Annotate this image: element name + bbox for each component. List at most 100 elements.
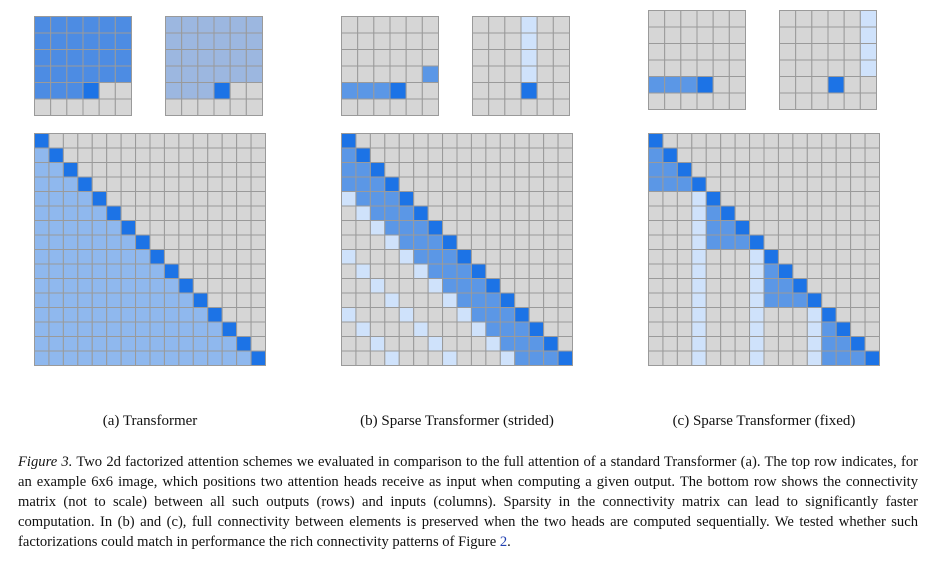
fixed-matrix-cell	[777, 234, 794, 250]
strided-head2-cell	[520, 16, 538, 34]
strided-matrix-cell	[355, 162, 371, 178]
fixed-matrix-cell	[864, 249, 880, 265]
fixed-matrix-cell	[648, 336, 664, 352]
fixed-matrix-cell	[835, 249, 852, 265]
strided-matrix-cell	[442, 162, 458, 178]
strided-matrix-cell	[355, 307, 371, 323]
fixed-head1-cell	[712, 92, 730, 110]
strided-matrix-cell	[456, 263, 472, 279]
strided-head2-cell	[504, 65, 522, 83]
strided-matrix-cell	[442, 278, 458, 294]
fixed-matrix-cell	[691, 350, 707, 366]
strided-matrix-cell	[413, 263, 429, 279]
strided-matrix-cell	[528, 220, 545, 236]
transformer-matrix-cell	[163, 176, 180, 192]
transformer-matrix-cell	[192, 162, 209, 178]
transformer-head2-cell	[245, 32, 263, 50]
strided-matrix-cell	[442, 263, 458, 279]
transformer-matrix-cell	[34, 205, 50, 221]
transformer-matrix-cell	[77, 133, 93, 149]
fixed-head2-cell	[827, 59, 845, 77]
fixed-head1-cell	[648, 10, 666, 28]
transformer-matrix-cell	[207, 307, 223, 323]
fixed-matrix-cell	[662, 191, 678, 207]
fixed-head2-cell	[811, 26, 829, 44]
fixed-matrix-cell	[720, 191, 736, 207]
transformer-head1-cell	[66, 32, 84, 50]
strided-matrix-cell	[499, 133, 516, 149]
fixed-head2-cell	[811, 59, 829, 77]
strided-matrix-cell	[355, 263, 371, 279]
strided-matrix-cell	[384, 147, 400, 163]
strided-matrix-cell	[470, 234, 487, 250]
strided-matrix-cell	[341, 162, 357, 178]
transformer-matrix-cell	[135, 220, 151, 236]
transformer-matrix-cell	[120, 205, 137, 221]
fixed-head2-cell	[859, 76, 877, 94]
fixed-matrix-cell	[662, 336, 678, 352]
transformer-connectivity-matrix	[34, 133, 266, 366]
strided-matrix-cell	[398, 292, 415, 308]
transformer-head2-cell	[229, 65, 247, 83]
strided-matrix-cell	[442, 205, 458, 221]
transformer-head1-cell	[114, 98, 132, 116]
transformer-matrix-cell	[149, 176, 165, 192]
transformer-matrix-cell	[106, 147, 122, 163]
strided-matrix-cell	[398, 321, 415, 337]
transformer-matrix-cell	[221, 234, 238, 250]
transformer-matrix-cell	[178, 336, 194, 352]
strided-head2-cell	[536, 16, 554, 34]
fixed-matrix-cell	[749, 278, 765, 294]
strided-matrix-cell	[514, 176, 530, 192]
fixed-matrix-cell	[749, 176, 765, 192]
fixed-matrix-cell	[720, 205, 736, 221]
fixed-matrix-cell	[777, 321, 794, 337]
fixed-head1-cell	[696, 76, 714, 94]
transformer-matrix-cell	[236, 133, 252, 149]
strided-matrix-cell	[470, 205, 487, 221]
strided-matrix-cell	[499, 205, 516, 221]
transformer-matrix-cell	[77, 162, 93, 178]
transformer-head2-cell	[181, 82, 199, 100]
strided-matrix-cell	[528, 292, 545, 308]
transformer-matrix-cell	[178, 278, 194, 294]
transformer-matrix-cell	[34, 278, 50, 294]
fixed-matrix-cell	[864, 191, 880, 207]
transformer-matrix-cell	[221, 336, 238, 352]
transformer-matrix-cell	[149, 162, 165, 178]
strided-head2-cell	[472, 32, 490, 50]
strided-matrix-cell	[470, 263, 487, 279]
transformer-matrix-cell	[250, 234, 266, 250]
strided-matrix-cell	[413, 321, 429, 337]
transformer-matrix-cell	[192, 176, 209, 192]
strided-matrix-cell	[499, 176, 516, 192]
transformer-head1-cell	[82, 82, 100, 100]
strided-matrix-cell	[384, 234, 400, 250]
strided-matrix-cell	[427, 321, 444, 337]
transformer-matrix-cell	[192, 249, 209, 265]
transformer-matrix-cell	[178, 176, 194, 192]
transformer-matrix-cell	[207, 162, 223, 178]
transformer-matrix-cell	[149, 133, 165, 149]
transformer-head1-cell	[114, 82, 132, 100]
transformer-matrix-cell	[250, 292, 266, 308]
transformer-matrix-cell	[207, 205, 223, 221]
transformer-head1-cell	[98, 49, 116, 67]
strided-matrix-cell	[514, 307, 530, 323]
fixed-matrix-cell	[720, 336, 736, 352]
strided-head2-cell	[520, 32, 538, 50]
transformer-matrix-cell	[77, 191, 93, 207]
strided-matrix-cell	[485, 191, 501, 207]
transformer-head1-cell	[82, 49, 100, 67]
fixed-matrix-cell	[792, 176, 808, 192]
fixed-matrix-cell	[676, 263, 693, 279]
transformer-matrix-cell	[192, 205, 209, 221]
strided-head1-cell	[405, 32, 423, 50]
fixed-matrix-cell	[821, 191, 837, 207]
strided-matrix-cell	[528, 191, 545, 207]
figure-ref-link[interactable]: 2	[499, 534, 508, 550]
transformer-head2-cell	[213, 65, 231, 83]
fixed-head1-cell	[728, 43, 746, 61]
fixed-matrix-cell	[792, 336, 808, 352]
transformer-head2-cell	[197, 98, 215, 116]
